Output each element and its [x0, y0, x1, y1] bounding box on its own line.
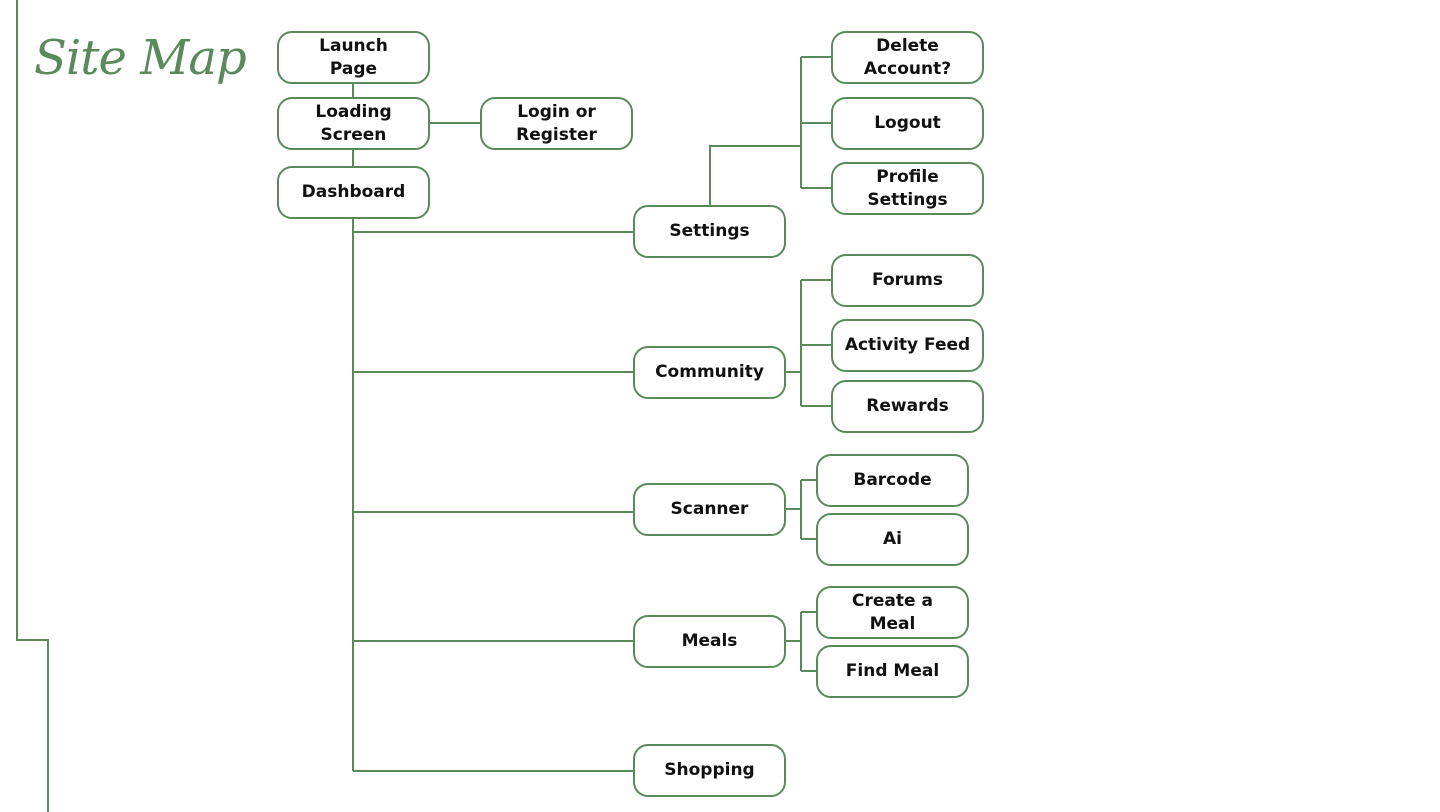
node-find-meal[interactable]: Find Meal: [816, 645, 969, 698]
node-launch-page[interactable]: Launch Page: [277, 31, 430, 84]
node-activity-feed[interactable]: Activity Feed: [831, 319, 984, 372]
node-login-register[interactable]: Login or Register: [480, 97, 633, 150]
node-label: Find Meal: [845, 661, 940, 681]
node-community[interactable]: Community: [633, 346, 786, 399]
connector-settings-up: [709, 145, 801, 205]
node-barcode[interactable]: Barcode: [816, 454, 969, 507]
node-label: Forums: [872, 270, 943, 290]
node-dashboard[interactable]: Dashboard: [277, 166, 430, 219]
node-meals[interactable]: Meals: [633, 615, 786, 668]
node-profile-settings[interactable]: Profile Settings: [831, 162, 984, 215]
node-create-meal[interactable]: Create a Meal: [816, 586, 969, 639]
node-label: Delete Account?: [863, 35, 952, 79]
node-label: Meals: [681, 631, 738, 651]
node-shopping[interactable]: Shopping: [633, 744, 786, 797]
node-label: Create a Meal: [852, 590, 933, 634]
node-label: Logout: [874, 113, 941, 133]
node-forums[interactable]: Forums: [831, 254, 984, 307]
node-logout[interactable]: Logout: [831, 97, 984, 150]
node-label: Community: [655, 362, 764, 382]
node-label: Rewards: [866, 396, 949, 416]
node-rewards[interactable]: Rewards: [831, 380, 984, 433]
node-loading-screen[interactable]: Loading Screen: [277, 97, 430, 150]
node-label: Activity Feed: [844, 335, 971, 355]
node-label: Profile Settings: [867, 166, 948, 210]
node-label: Shopping: [664, 760, 755, 780]
node-label: Launch Page: [319, 35, 388, 79]
node-ai[interactable]: Ai: [816, 513, 969, 566]
node-label: Dashboard: [301, 182, 406, 202]
node-label: Ai: [883, 529, 902, 549]
node-delete-account[interactable]: Delete Account?: [831, 31, 984, 84]
page-title: Site Map: [34, 30, 247, 86]
node-label: Settings: [669, 221, 750, 241]
node-label: Scanner: [670, 499, 749, 519]
node-scanner[interactable]: Scanner: [633, 483, 786, 536]
node-label: Login or Register: [516, 101, 597, 145]
node-label: Loading Screen: [315, 101, 392, 145]
node-label: Barcode: [853, 470, 932, 490]
node-settings[interactable]: Settings: [633, 205, 786, 258]
frame-line: [16, 0, 49, 812]
